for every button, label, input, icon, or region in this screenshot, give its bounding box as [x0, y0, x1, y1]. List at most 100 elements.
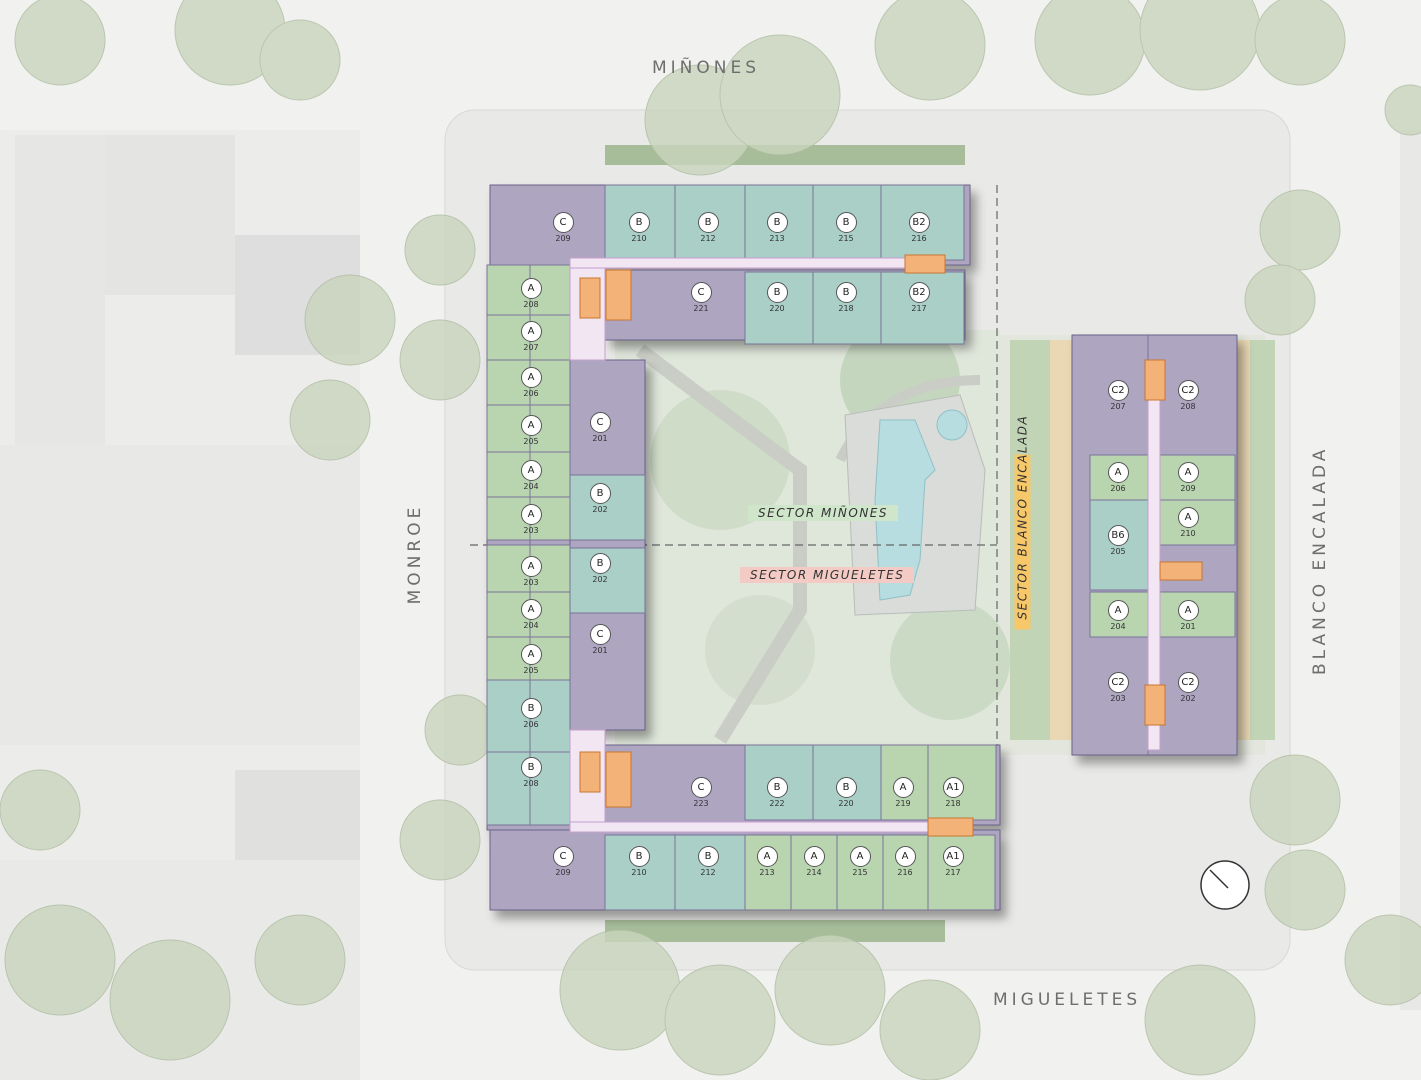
unit-number: 208 — [523, 300, 539, 309]
unit-type-badge: A — [892, 777, 914, 798]
unit-type-badge: A — [520, 278, 542, 299]
unit-type-badge: A1 — [942, 777, 964, 798]
unit-number: 205 — [523, 437, 539, 446]
unit-number: 218 — [945, 799, 961, 808]
unit-type-badge: A — [756, 846, 778, 867]
unit-type-badge: C — [690, 777, 712, 798]
unit-number: 204 — [523, 482, 539, 491]
unit-type-badge: C2 — [1177, 672, 1199, 693]
unit-number: 210 — [1180, 529, 1196, 538]
unit-type-badge: B — [697, 846, 719, 867]
unit-type-badge: A — [1177, 507, 1199, 528]
unit-number: 204 — [523, 621, 539, 630]
unit-number: 205 — [523, 666, 539, 675]
unit-type-badge: C2 — [1107, 380, 1129, 401]
street-label-north: MIÑONES — [652, 58, 761, 78]
unit-type-badge: C — [589, 412, 611, 433]
unit-number: 201 — [592, 434, 608, 443]
unit-number: 213 — [769, 234, 785, 243]
unit-type-badge: B — [697, 212, 719, 233]
sector-label-migueletes: SECTOR MIGUELETES — [740, 567, 915, 583]
unit-type-badge: C — [552, 846, 574, 867]
sector-divider-lines — [470, 185, 998, 750]
unit-number: 202 — [592, 505, 608, 514]
unit-type-badge: B — [766, 777, 788, 798]
unit-number: 208 — [523, 779, 539, 788]
north-arrow-icon — [1200, 860, 1250, 910]
unit-type-badge: C — [690, 282, 712, 303]
unit-number: 201 — [592, 646, 608, 655]
unit-number: 209 — [555, 234, 571, 243]
unit-type-badge: B — [520, 757, 542, 778]
unit-number: 203 — [1110, 694, 1126, 703]
unit-number: 203 — [523, 578, 539, 587]
unit-number: 222 — [769, 799, 785, 808]
unit-type-badge: A — [1107, 462, 1129, 483]
unit-number: 212 — [700, 868, 716, 877]
unit-number: 207 — [1110, 402, 1126, 411]
unit-type-badge: B — [766, 212, 788, 233]
unit-number: 223 — [693, 799, 709, 808]
unit-number: 219 — [895, 799, 911, 808]
unit-type-badge: B2 — [908, 282, 930, 303]
unit-type-badge: B — [589, 483, 611, 504]
unit-number: 221 — [693, 304, 709, 313]
unit-type-badge: B — [766, 282, 788, 303]
unit-type-badge: C — [552, 212, 574, 233]
unit-type-badge: A — [803, 846, 825, 867]
unit-number: 202 — [592, 575, 608, 584]
unit-number: 206 — [523, 389, 539, 398]
unit-number: 208 — [1180, 402, 1196, 411]
unit-type-badge: C — [589, 624, 611, 645]
unit-type-badge: A1 — [942, 846, 964, 867]
unit-type-badge: A — [849, 846, 871, 867]
unit-number: 205 — [1110, 547, 1126, 556]
unit-type-badge: B2 — [908, 212, 930, 233]
unit-number: 216 — [897, 868, 913, 877]
unit-number: 209 — [555, 868, 571, 877]
unit-number: 220 — [838, 799, 854, 808]
unit-type-badge: A — [520, 599, 542, 620]
unit-type-badge: A — [520, 504, 542, 525]
unit-type-badge: B — [835, 282, 857, 303]
unit-type-badge: A — [520, 367, 542, 388]
street-label-west: MONROE — [405, 503, 425, 605]
unit-number: 217 — [945, 868, 961, 877]
unit-number: 206 — [1110, 484, 1126, 493]
unit-number: 203 — [523, 526, 539, 535]
